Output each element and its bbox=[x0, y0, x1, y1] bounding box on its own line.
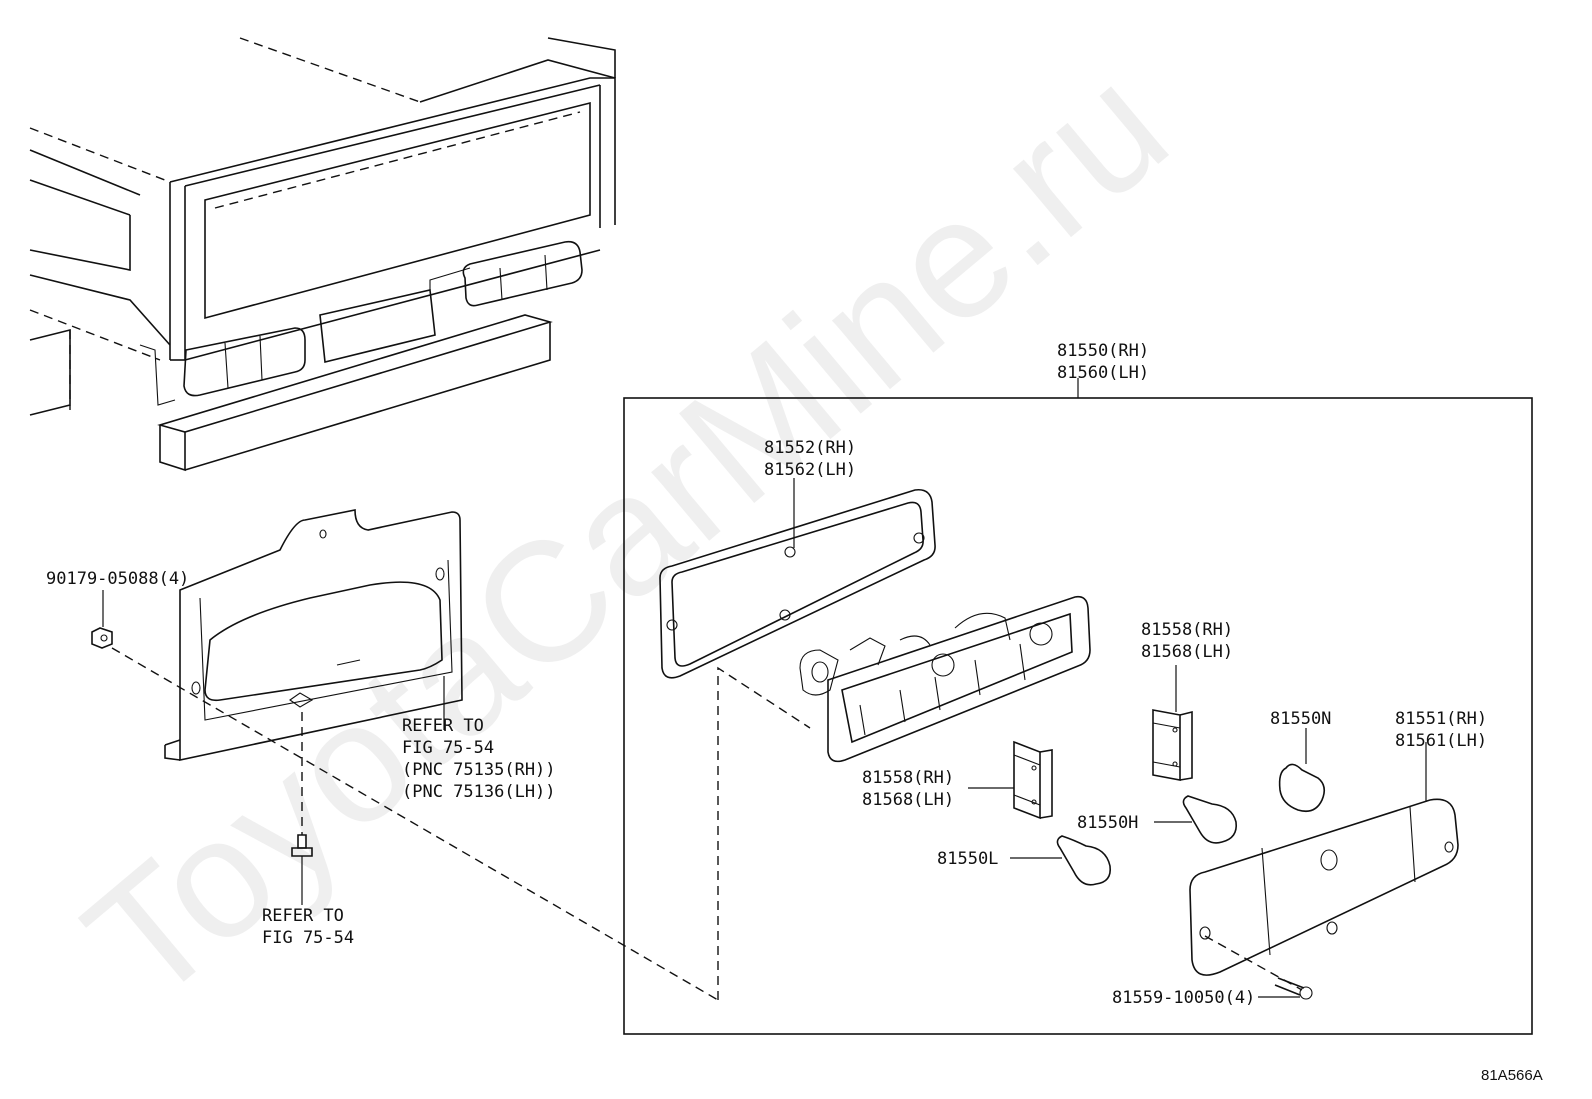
refer1-line3: (PNC 75135(RH)) bbox=[402, 760, 556, 780]
nut-part bbox=[91, 590, 113, 649]
plate-lower-part bbox=[968, 740, 1053, 820]
plate-lower-rh-label: 81558(RH) bbox=[862, 768, 954, 788]
refer1-line4: (PNC 75136(LH)) bbox=[402, 782, 556, 802]
assembly-box bbox=[623, 378, 1533, 1035]
refer-note-bolt: REFER TO FIG 75-54 bbox=[262, 906, 354, 948]
screw-label: 81559-10050(4) bbox=[1112, 988, 1255, 1008]
refer1-line2: FIG 75-54 bbox=[402, 738, 494, 758]
plate-upper-rh-label: 81558(RH) bbox=[1141, 620, 1233, 640]
figure-code: 81A566A bbox=[1481, 1067, 1543, 1084]
assy-lh-label: 81560(LH) bbox=[1057, 363, 1149, 383]
lens-rh-label: 81551(RH) bbox=[1395, 709, 1487, 729]
truck-rear-body bbox=[29, 37, 616, 472]
bulb-n-label: 81550N bbox=[1270, 709, 1331, 729]
bulb-l-part bbox=[1010, 835, 1112, 886]
plate-upper-lh-label: 81568(LH) bbox=[1141, 642, 1233, 662]
bolt-part bbox=[291, 712, 313, 905]
screw-part bbox=[1204, 935, 1313, 1000]
nut-label: 90179-05088(4) bbox=[46, 569, 189, 589]
plate-upper-part bbox=[1152, 665, 1193, 781]
assy-rh-label: 81550(RH) bbox=[1057, 341, 1149, 361]
gasket-lh-label: 81562(LH) bbox=[764, 460, 856, 480]
lamp-housing-part bbox=[799, 595, 1091, 763]
refer2-line1: REFER TO bbox=[262, 906, 344, 926]
refer1-line1: REFER TO bbox=[402, 716, 484, 736]
bulb-h-part bbox=[1154, 795, 1238, 844]
gasket-rh-label: 81552(RH) bbox=[764, 438, 856, 458]
lens-part bbox=[1189, 742, 1459, 976]
bulb-n-part bbox=[1278, 728, 1326, 813]
lens-lh-label: 81561(LH) bbox=[1395, 731, 1487, 751]
watermark-text: ToyotaCarMine.ru bbox=[52, 30, 1202, 1038]
gasket-part bbox=[659, 478, 936, 679]
bulb-h-label: 81550H bbox=[1077, 813, 1138, 833]
bulb-l-label: 81550L bbox=[937, 849, 998, 869]
plate-lower-lh-label: 81568(LH) bbox=[862, 790, 954, 810]
lamp-bracket bbox=[164, 509, 463, 761]
refer2-line2: FIG 75-54 bbox=[262, 928, 354, 948]
refer-note-bracket: REFER TO FIG 75-54 (PNC 75135(RH)) (PNC … bbox=[402, 676, 556, 802]
